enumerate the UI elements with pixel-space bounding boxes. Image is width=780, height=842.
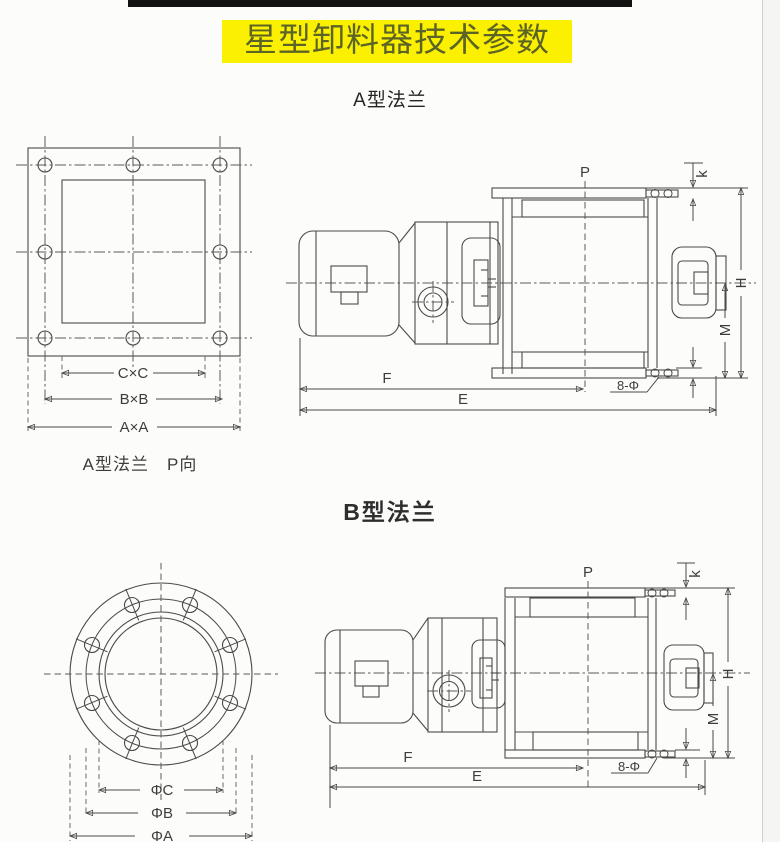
top-rule xyxy=(128,0,632,7)
dim-label-cc: C×C xyxy=(118,365,149,382)
dim-label-f-a: F xyxy=(382,370,391,387)
b-flange-front-view: ΦC ΦB ΦA xyxy=(44,563,278,842)
coupling-housing-b xyxy=(471,639,506,709)
coupling-housing xyxy=(461,237,501,325)
dim-label-bolts-b: 8-Φ xyxy=(618,759,640,774)
inlet-neck-b xyxy=(529,597,636,618)
page-title: 星型卸料器技术参数 xyxy=(222,20,572,63)
bearing-housing-b xyxy=(663,644,714,711)
dim-label-p-b: P xyxy=(583,564,593,581)
valve-body-b xyxy=(504,587,676,759)
outlet-flange xyxy=(491,367,647,379)
motor-b xyxy=(324,629,414,724)
dim-label-k-b: k xyxy=(687,570,704,578)
outlet-flange-b xyxy=(504,749,646,759)
dim-label-aa: A×A xyxy=(120,419,149,436)
a-valve-side-view: P k H M F E 8-Φ xyxy=(286,162,756,416)
dim-label-bb: B×B xyxy=(120,391,149,408)
dim-label-h-b: H xyxy=(720,669,737,680)
dim-label-h-a: H xyxy=(733,278,750,289)
inlet-flange xyxy=(491,187,647,199)
section-a-flange-caption: A型法兰 P向 xyxy=(82,455,198,474)
motor-junction-box xyxy=(330,265,368,293)
dim-label-e-b: E xyxy=(472,768,482,785)
dim-label-m-a: M xyxy=(717,324,734,337)
dim-label-e-a: E xyxy=(458,391,468,408)
inlet-neck xyxy=(521,199,645,218)
dim-label-bolts-a: 8-Φ xyxy=(617,378,639,393)
section-b-heading: B型法兰 xyxy=(343,499,437,525)
dim-label-m-b: M xyxy=(705,713,722,726)
motor xyxy=(298,230,400,337)
a-flange-front-view: C×C B×B A×A xyxy=(16,136,252,436)
dim-label-p-a: P xyxy=(580,164,590,181)
b-flange-bolt-holes xyxy=(75,588,247,760)
valve-body xyxy=(491,187,679,379)
dim-label-f-b: F xyxy=(403,749,412,766)
dim-label-phib: ΦB xyxy=(151,805,173,822)
dim-label-phia: ΦA xyxy=(151,828,173,842)
inlet-flange-b xyxy=(504,587,646,598)
outlet-neck-b xyxy=(532,731,639,751)
page-right-border xyxy=(762,0,780,842)
gear-reducer-b xyxy=(412,617,498,733)
dim-label-phic: ΦC xyxy=(151,782,174,799)
section-a-heading: A型法兰 xyxy=(353,90,427,111)
a-flange-bolt-holes xyxy=(37,157,228,346)
dim-label-k-a: k xyxy=(694,170,711,178)
b-valve-side-view: P k H M F E 8-Φ xyxy=(315,562,750,808)
outlet-neck xyxy=(521,351,645,369)
